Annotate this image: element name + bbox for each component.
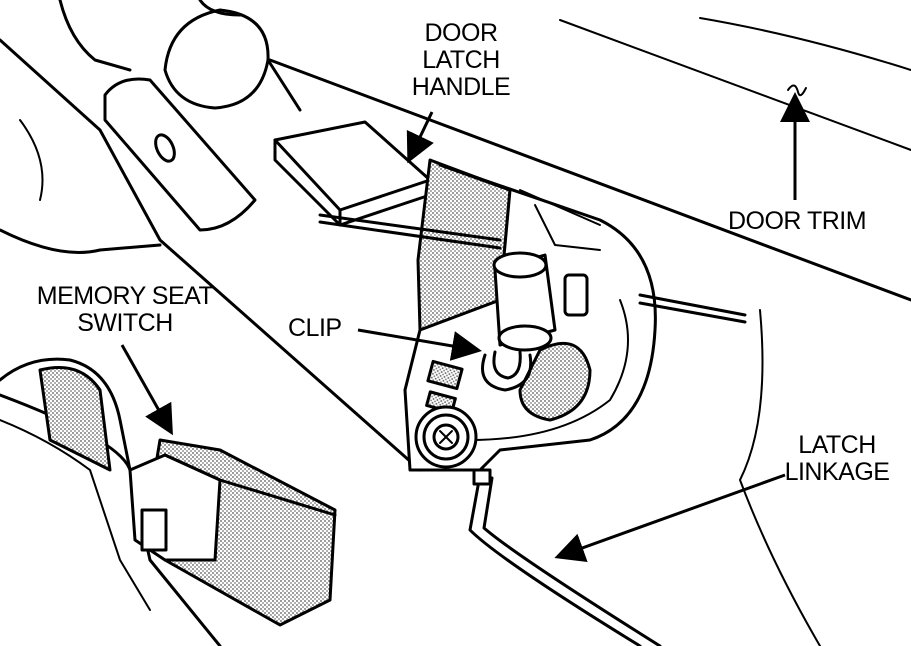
door-latch-handle-label: DOOR LATCH HANDLE — [396, 20, 526, 101]
memory-seat-switch — [0, 357, 337, 646]
door-trim-tick — [787, 84, 807, 97]
rod-holder — [481, 251, 589, 392]
hand — [58, 0, 302, 112]
screw — [414, 405, 478, 469]
latch-linkage-label: LATCH LINKAGE — [772, 432, 902, 486]
latch-linkage-line-1: LATCH — [798, 431, 876, 459]
door-latch-handle-line-3: HANDLE — [411, 73, 511, 101]
memory-seat-switch-label: MEMORY SEAT SWITCH — [20, 283, 230, 337]
door-latch-handle-line-2: LATCH — [422, 46, 500, 74]
door-trim-text: DOOR TRIM — [727, 207, 867, 235]
latch-linkage-rod — [468, 468, 662, 646]
memory-seat-switch-arrow — [120, 344, 173, 436]
seat-shield — [0, 38, 422, 472]
clip-text: CLIP — [288, 314, 342, 342]
door-trim-panel — [268, 17, 911, 646]
door-latch-handle — [273, 120, 432, 227]
clip-label: CLIP — [288, 315, 358, 342]
door-trim-label: DOOR TRIM — [712, 208, 882, 235]
latch-linkage-line-2: LINKAGE — [784, 458, 890, 486]
leader-lines — [120, 84, 810, 562]
clip-arrow — [357, 328, 482, 361]
latch-linkage-arrow — [554, 473, 786, 562]
memory-seat-switch-line-1: MEMORY SEAT — [36, 282, 214, 310]
door-latch-handle-line-1: DOOR — [424, 19, 499, 47]
door-latch-handle-arrow — [406, 111, 434, 164]
memory-seat-switch-line-2: SWITCH — [77, 309, 173, 337]
